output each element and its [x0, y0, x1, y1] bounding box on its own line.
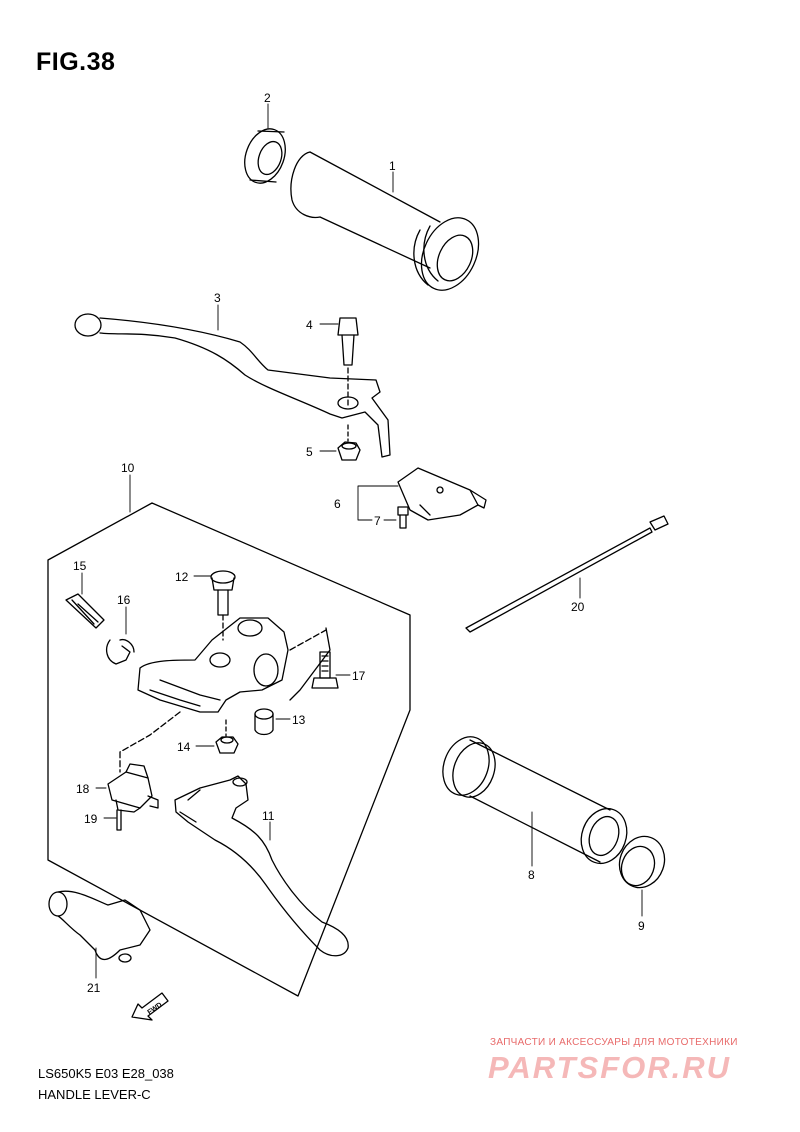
lever-holder [137, 617, 331, 713]
callout-14: 14 [177, 740, 191, 754]
clutch-lever-part-11 [174, 775, 349, 957]
callout-16: 16 [117, 593, 131, 607]
model-code: LS650K5 E03 E28_038 [38, 1066, 174, 1081]
callout-2: 2 [264, 91, 271, 105]
callout-11: 11 [262, 809, 275, 823]
callout-17: 17 [352, 669, 366, 683]
screw-part-7 [397, 506, 409, 529]
callout-labels: 2 1 3 4 5 6 7 10 12 15 16 17 13 14 18 19… [73, 91, 645, 995]
callout-12: 12 [175, 570, 189, 584]
callout-19: 19 [84, 812, 98, 826]
callout-10: 10 [121, 461, 135, 475]
nut-part-5 [337, 424, 361, 461]
watermark-logo: PARTSFOR.RU [488, 1050, 732, 1085]
pivot-bolt-part-4 [337, 317, 359, 406]
callout-21: 21 [87, 981, 101, 995]
bushing-part-9 [618, 835, 666, 889]
figure-title: FIG.38 [36, 48, 116, 76]
leader-lines [81, 103, 643, 979]
screw-part-19 [116, 809, 122, 831]
watermark-tagline: ЗАПЧАСТИ И АКСЕССУАРЫ ДЛЯ МОТОТЕХНИКИ [490, 1037, 738, 1048]
fwd-arrow-icon [131, 992, 169, 1021]
bushing-part-2 [244, 128, 286, 184]
collar-part-13 [254, 708, 274, 736]
cable-tie-part-20 [465, 515, 669, 633]
clutch-switch-part-18 [107, 763, 159, 813]
callout-4: 4 [306, 318, 313, 332]
throttle-grip-part-1 [290, 151, 480, 291]
callout-5: 5 [306, 445, 313, 459]
adjuster-part-15 [65, 593, 105, 629]
callout-8: 8 [528, 868, 535, 882]
brake-switch-part-6 [397, 467, 487, 521]
callout-3: 3 [214, 291, 221, 305]
callout-20: 20 [571, 600, 585, 614]
callout-13: 13 [292, 713, 306, 727]
callout-9: 9 [638, 919, 645, 933]
clip-part-16 [105, 638, 135, 665]
callout-15: 15 [73, 559, 87, 573]
lever-cover-part-21 [48, 890, 151, 963]
callout-7: 7 [374, 514, 381, 528]
nut-part-14 [215, 719, 239, 754]
left-grip-part-8 [442, 736, 628, 865]
bolt-part-17 [311, 651, 339, 689]
pivot-bolt-part-12 [210, 570, 236, 641]
callout-1: 1 [389, 159, 396, 173]
assembly-outline [47, 502, 411, 997]
section-name: HANDLE LEVER-C [38, 1087, 151, 1102]
callout-6: 6 [334, 497, 341, 511]
callout-18: 18 [76, 782, 90, 796]
